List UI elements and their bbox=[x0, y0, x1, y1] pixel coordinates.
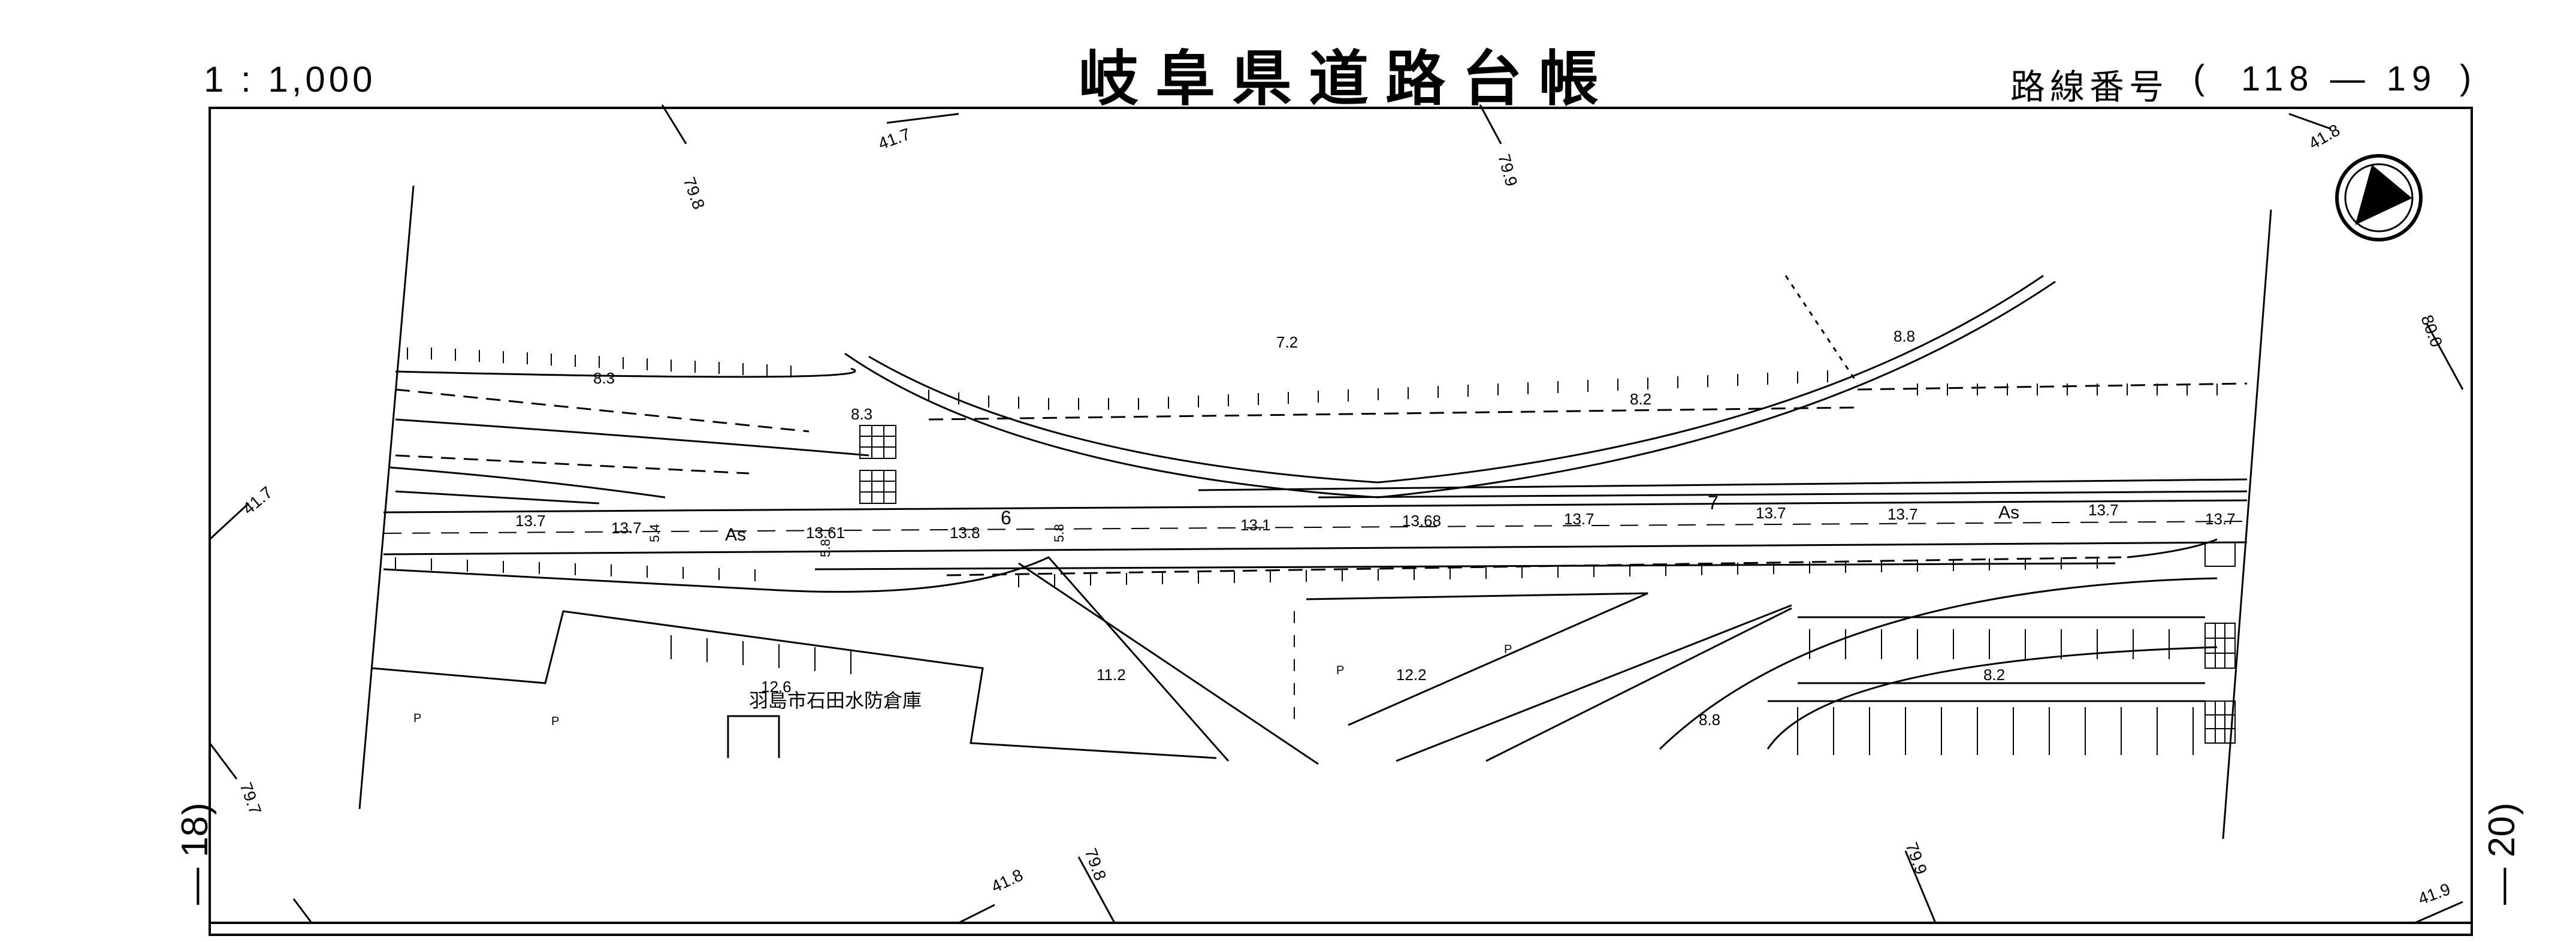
spot-elevation: 11.2 bbox=[1097, 666, 1126, 684]
road-elevation: 13.68 bbox=[1402, 512, 1441, 530]
route-number-open-paren: ( bbox=[2193, 58, 2205, 97]
slope-hatching bbox=[395, 348, 2218, 755]
contour-79-8-top: 79.8 bbox=[680, 174, 708, 212]
road-width: 5.4 bbox=[647, 524, 662, 542]
contour-41-8-bottom: 41.8 bbox=[988, 865, 1025, 896]
facility-name: 羽島市石田水防倉庫 bbox=[749, 689, 922, 712]
spot-elevation: 12.6 bbox=[761, 678, 792, 696]
road-elevation: 13.7 bbox=[1756, 504, 1786, 522]
contour-79-9-bottom: 79.9 bbox=[1902, 840, 1931, 877]
north-arrow-icon bbox=[2335, 154, 2423, 241]
station-number: 6 bbox=[1001, 507, 1011, 529]
spot-elevation: 8.8 bbox=[1894, 327, 1915, 345]
spot-elevation: 8.2 bbox=[1630, 390, 1651, 408]
map-title: 岐阜県道路台帳 bbox=[1079, 44, 1615, 114]
road-corridor bbox=[358, 185, 2272, 840]
road-elevation: 13.7 bbox=[2205, 510, 2236, 528]
spot-elevation: 7.2 bbox=[1276, 333, 1298, 351]
road-width: 5.8 bbox=[818, 539, 833, 557]
road-elevation: 13.61 bbox=[806, 524, 845, 542]
road-elevation: 13.7 bbox=[2088, 501, 2119, 519]
parking-marker: P bbox=[1504, 643, 1512, 656]
drainage-grates bbox=[859, 425, 2236, 744]
road-width: 5.8 bbox=[1052, 524, 1067, 542]
contour-79-7: 79.7 bbox=[236, 780, 265, 817]
contour-41-9: 41.9 bbox=[2415, 880, 2453, 908]
spot-elevation: 8.3 bbox=[851, 405, 872, 423]
map-frame bbox=[209, 107, 2473, 936]
route-number-value: 118 — 19 bbox=[2241, 59, 2438, 98]
spot-elevation: 8.3 bbox=[593, 369, 615, 387]
station-number: 7 bbox=[1708, 492, 1719, 514]
road-elevation: 13.7 bbox=[515, 512, 546, 530]
route-number-label: 路線番号 bbox=[2010, 68, 2169, 107]
road-elevation: 13.7 bbox=[611, 519, 642, 537]
road-elevation: 13.7 bbox=[1564, 510, 1594, 528]
contour-79-9-top: 79.9 bbox=[1494, 152, 1521, 189]
contour-41-7-top: 41.7 bbox=[875, 125, 913, 153]
spot-elevation: 12.2 bbox=[1396, 666, 1427, 684]
road-elevation: 13.1 bbox=[1240, 516, 1271, 534]
route-number-close-paren: ) bbox=[2460, 58, 2472, 97]
contour-ticks bbox=[209, 104, 2464, 924]
contour-41-7-left: 41.7 bbox=[239, 483, 276, 518]
road-surface-label: As bbox=[1998, 503, 2019, 523]
road-elevation: 13.7 bbox=[1888, 505, 1918, 523]
road-surface-label: As bbox=[725, 525, 746, 545]
parking-marker: P bbox=[1336, 664, 1344, 677]
parking-marker: P bbox=[551, 715, 559, 728]
contour-41-8-top: 41.8 bbox=[2306, 120, 2344, 153]
spot-elevation: 8.8 bbox=[1699, 711, 1720, 729]
spot-elevation: 8.2 bbox=[1983, 666, 2005, 684]
contour-80-0: 80.0 bbox=[2417, 312, 2446, 349]
road-elevation: 13.8 bbox=[950, 524, 980, 542]
contour-79-8-bottom: 79.8 bbox=[1081, 846, 1110, 883]
map-scale: 1 : 1,000 bbox=[204, 59, 376, 99]
parking-marker: P bbox=[413, 712, 421, 725]
